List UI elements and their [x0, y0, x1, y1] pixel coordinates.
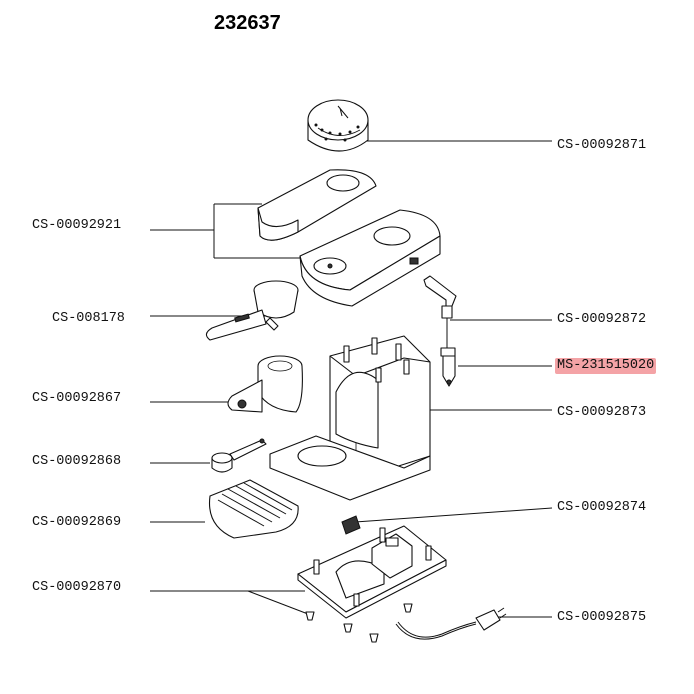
top-cover-part [257, 169, 377, 241]
part-label-steam-nozzle-highlighted[interactable]: MS-231515020 [555, 358, 657, 374]
part-label-power-cord: CS-00092875 [557, 610, 647, 625]
steam-tube-part [423, 275, 457, 350]
body-part [269, 335, 431, 501]
part-label-carafe: CS-00092867 [32, 391, 122, 406]
feet-parts [305, 603, 413, 643]
drip-grid-part [208, 479, 299, 539]
diagram-title: 232637 [214, 12, 281, 34]
filter-holder-part [205, 280, 299, 341]
switch-part [341, 515, 361, 535]
leader-lines [150, 140, 553, 618]
part-label-drip-grid: CS-00092869 [32, 515, 122, 530]
part-label-switch: CS-00092874 [557, 500, 647, 515]
knob-part [307, 99, 369, 152]
part-label-base-plate: CS-00092870 [32, 580, 122, 595]
top-housing-part [299, 209, 441, 307]
part-label-scoop: CS-00092868 [32, 454, 122, 469]
power-cord-part [395, 607, 507, 640]
part-label-steam-tube: CS-00092872 [557, 312, 647, 327]
carafe-part [227, 355, 303, 413]
part-label-filter-holder: CS-008178 [52, 311, 125, 326]
measuring-scoop-part [211, 438, 267, 473]
part-label-top-cover: CS-00092921 [32, 218, 122, 233]
part-label-knob: CS-00092871 [557, 138, 647, 153]
steam-nozzle-part [440, 347, 456, 387]
base-plate-part [297, 525, 447, 619]
part-label-body: CS-00092873 [557, 405, 647, 420]
